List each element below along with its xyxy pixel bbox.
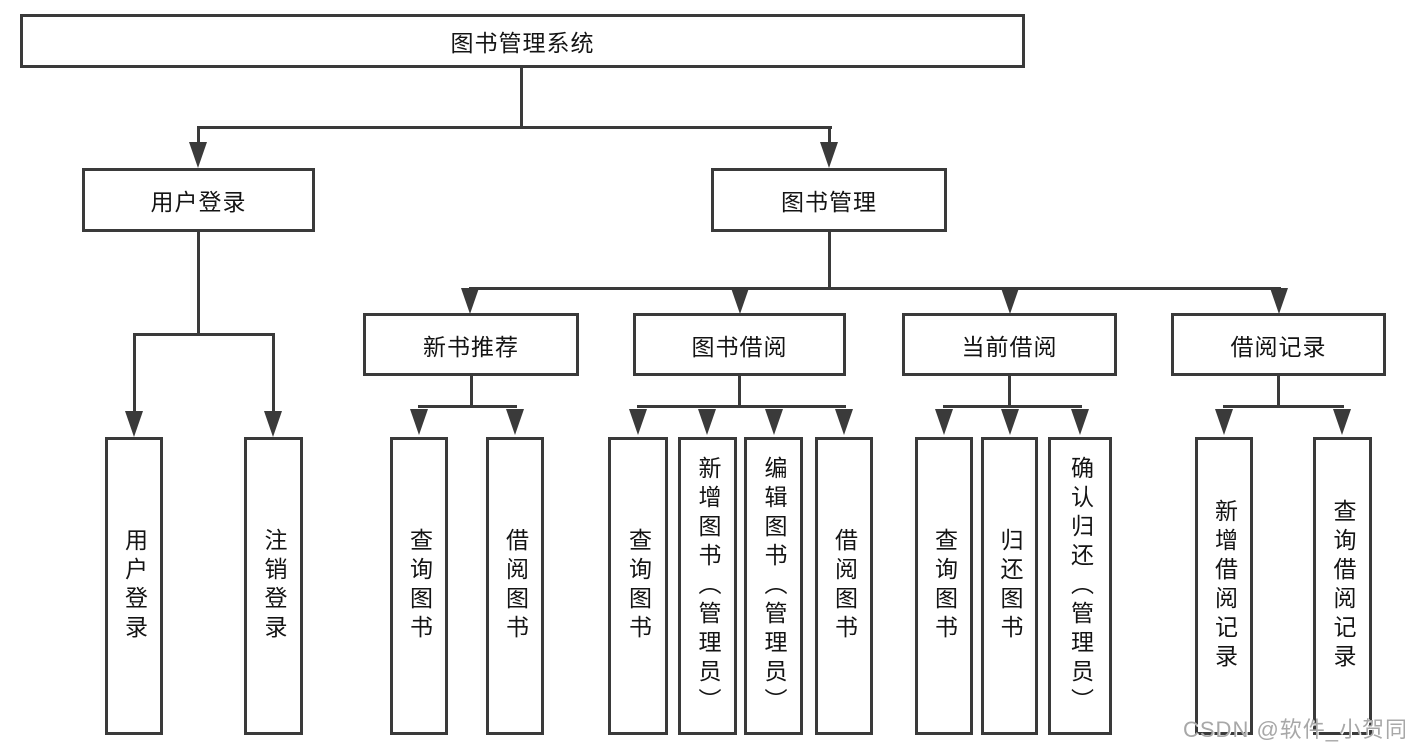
leaf-query-borrow-record: 查询借阅记录 bbox=[1313, 437, 1372, 735]
connector-line bbox=[197, 126, 832, 129]
node-book-borrow: 图书借阅 bbox=[633, 313, 846, 376]
node-label: 归还图书 bbox=[997, 528, 1023, 644]
leaf-return-book: 归还图书 bbox=[981, 437, 1038, 735]
node-label: 图书借阅 bbox=[691, 333, 788, 360]
connector-line bbox=[738, 376, 741, 405]
node-label: 查询图书 bbox=[931, 528, 958, 644]
node-label: 新增图书（管理员） bbox=[695, 455, 721, 717]
node-borrow-records: 借阅记录 bbox=[1171, 313, 1386, 376]
connector-line bbox=[272, 333, 275, 411]
connector-line bbox=[1277, 376, 1280, 405]
leaf-user-login: 用户登录 bbox=[105, 437, 163, 735]
connector-arrowhead bbox=[264, 411, 282, 437]
connector-line bbox=[520, 68, 523, 126]
leaf-add-book-admin: 新增图书（管理员） bbox=[678, 437, 737, 735]
connector-arrowhead bbox=[410, 409, 428, 435]
node-label: 用户登录 bbox=[121, 528, 148, 644]
connector-line bbox=[828, 126, 831, 146]
connector-arrowhead bbox=[1270, 288, 1288, 314]
connector-line bbox=[470, 376, 473, 405]
leaf-add-borrow-record: 新增借阅记录 bbox=[1195, 437, 1253, 735]
node-label: 新书推荐 bbox=[423, 333, 519, 360]
connector-line bbox=[828, 232, 831, 287]
connector-line bbox=[943, 405, 1082, 408]
node-label: 图书管理 bbox=[781, 189, 877, 215]
node-current-borrow: 当前借阅 bbox=[902, 313, 1117, 376]
node-label: 确认归还（管理员） bbox=[1067, 455, 1094, 717]
connector-arrowhead bbox=[820, 142, 838, 168]
connector-arrowhead bbox=[698, 409, 716, 435]
connector-arrowhead bbox=[461, 288, 479, 314]
connector-line bbox=[469, 287, 1281, 290]
node-label: 借阅图书 bbox=[502, 528, 529, 644]
leaf-query-books-recommend: 查询图书 bbox=[390, 437, 448, 735]
connector-line bbox=[637, 405, 846, 408]
connector-arrowhead bbox=[125, 411, 143, 437]
connector-line bbox=[133, 333, 275, 336]
leaf-logout: 注销登录 bbox=[244, 437, 303, 735]
node-label: 注销登录 bbox=[261, 528, 287, 644]
connector-line bbox=[418, 405, 517, 408]
node-label: 新增借阅记录 bbox=[1211, 499, 1238, 673]
leaf-borrow-books-recommend: 借阅图书 bbox=[486, 437, 544, 735]
node-new-book-recommend: 新书推荐 bbox=[363, 313, 579, 376]
connector-arrowhead bbox=[731, 288, 749, 314]
node-user-login: 用户登录 bbox=[82, 168, 315, 232]
connector-line bbox=[1008, 376, 1011, 405]
node-label: 用户登录 bbox=[150, 189, 247, 215]
connector-arrowhead bbox=[835, 409, 853, 435]
connector-arrowhead bbox=[1001, 409, 1019, 435]
connector-arrowhead bbox=[1071, 409, 1089, 435]
connector-arrowhead bbox=[765, 409, 783, 435]
node-label: 查询图书 bbox=[625, 528, 652, 644]
connector-line bbox=[133, 333, 136, 411]
leaf-borrow-books: 借阅图书 bbox=[815, 437, 873, 735]
connector-arrowhead bbox=[506, 409, 524, 435]
node-label: 借阅记录 bbox=[1230, 333, 1327, 360]
node-label: 图书管理系统 bbox=[450, 30, 595, 56]
leaf-query-books-current: 查询图书 bbox=[915, 437, 973, 735]
node-library-management-system: 图书管理系统 bbox=[20, 14, 1025, 68]
connector-arrowhead bbox=[629, 409, 647, 435]
watermark: CSDN @软件_小贺同学 bbox=[1183, 717, 1405, 742]
leaf-edit-book-admin: 编辑图书（管理员） bbox=[744, 437, 803, 735]
connector-arrowhead bbox=[935, 409, 953, 435]
connector-arrowhead bbox=[1001, 288, 1019, 314]
node-label: 查询图书 bbox=[406, 528, 433, 644]
node-label: 查询借阅记录 bbox=[1330, 499, 1356, 673]
connector-arrowhead bbox=[1215, 409, 1233, 435]
connector-arrowhead bbox=[1333, 409, 1351, 435]
node-label: 借阅图书 bbox=[831, 528, 858, 644]
connector-line bbox=[197, 126, 200, 146]
connector-line bbox=[1223, 405, 1344, 408]
node-book-management: 图书管理 bbox=[711, 168, 947, 232]
connector-line bbox=[197, 232, 200, 333]
leaf-query-books-borrow: 查询图书 bbox=[608, 437, 668, 735]
connector-arrowhead bbox=[189, 142, 207, 168]
node-label: 当前借阅 bbox=[961, 333, 1058, 360]
node-label: 编辑图书（管理员） bbox=[761, 455, 787, 717]
leaf-confirm-return-admin: 确认归还（管理员） bbox=[1048, 437, 1112, 735]
